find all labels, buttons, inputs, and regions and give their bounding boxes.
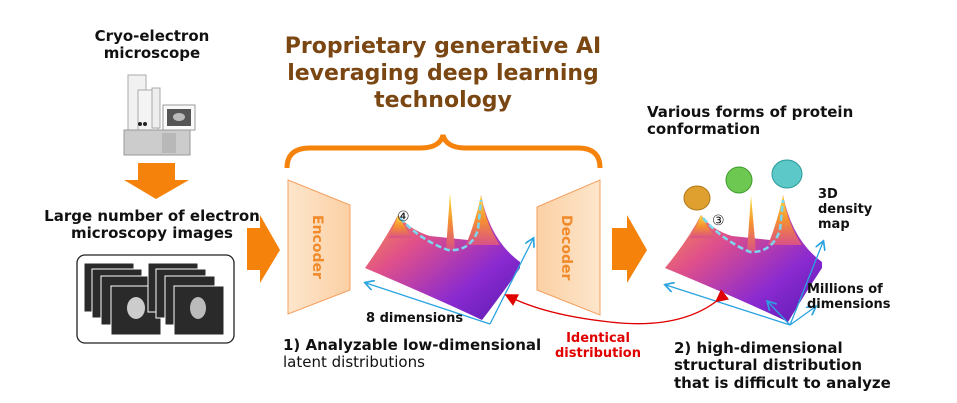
conformations-title-line2: conformation	[647, 120, 761, 139]
down-arrow	[124, 163, 189, 199]
protein-orange	[683, 185, 711, 211]
conformations-title: Various forms of protein conformation	[647, 103, 854, 139]
right-arrow-to-encoder	[247, 215, 280, 283]
protein-structure-icons	[683, 159, 803, 211]
microscope-label: Cryo-electron microscope	[62, 27, 242, 63]
structural-caption: 2) high-dimensional structural distribut…	[674, 339, 891, 392]
micrograph-stack	[76, 254, 235, 344]
images-label-line2: microscopy images	[71, 224, 233, 243]
cryo-electron-microscope-icon	[123, 74, 196, 156]
z-label-line2: density	[818, 201, 873, 217]
images-label: Large number of electron microscopy imag…	[32, 207, 272, 243]
ai-title-line2: leveraging deep learning	[287, 60, 599, 86]
ai-title-line3: technology	[374, 87, 512, 113]
encoder-block	[287, 179, 351, 315]
curly-brace	[284, 134, 603, 169]
microscope-label-line2: microscope	[103, 44, 201, 63]
structural-caption-line1: 2) high-dimensional	[674, 339, 843, 357]
images-label-line1: Large number of electron	[44, 207, 260, 225]
identical-distribution-label: Identical distribution	[548, 331, 648, 362]
microscope-label-line1: Cryo-electron	[94, 27, 210, 45]
axis-label-line2: dimensions	[807, 296, 891, 312]
ai-title-line1: Proprietary generative AI	[284, 34, 602, 59]
latent-caption: 1) Analyzable low-dimensional latent dis…	[283, 336, 542, 372]
structural-distribution-surface	[665, 195, 823, 326]
conformations-title-line1: Various forms of protein	[647, 103, 854, 121]
identical-distribution-arrow	[504, 289, 730, 325]
structural-marker: ③	[712, 213, 725, 229]
latent-marker: ④	[397, 209, 410, 225]
identical-line2: distribution	[555, 345, 641, 361]
latent-axis-label: 8 dimensions	[366, 311, 464, 326]
axis-label-line1: Millions of	[807, 282, 883, 297]
right-arrow-from-decoder	[612, 215, 647, 283]
identical-line1: Identical	[566, 331, 630, 346]
decoder-block	[536, 179, 601, 316]
latent-caption-line1: 1) Analyzable low-dimensional	[283, 336, 542, 354]
protein-cyan	[771, 159, 803, 189]
decoder-label: Decoder	[558, 215, 574, 281]
z-label-line1: 3D	[818, 187, 838, 202]
z-label-line3: map	[818, 216, 850, 232]
latent-caption-line2: latent distributions	[283, 353, 425, 372]
encoder-label: Encoder	[309, 215, 325, 279]
ai-title: Proprietary generative AI leveraging dee…	[253, 34, 633, 114]
density-map-label: 3D density map	[818, 187, 873, 233]
structural-caption-line3: that is difficult to analyze	[674, 373, 891, 392]
latent-distribution-surface	[365, 193, 533, 325]
millions-dimensions-label: Millions of dimensions	[807, 282, 891, 313]
structural-caption-line2: structural distribution	[674, 356, 863, 375]
protein-green	[725, 166, 753, 194]
